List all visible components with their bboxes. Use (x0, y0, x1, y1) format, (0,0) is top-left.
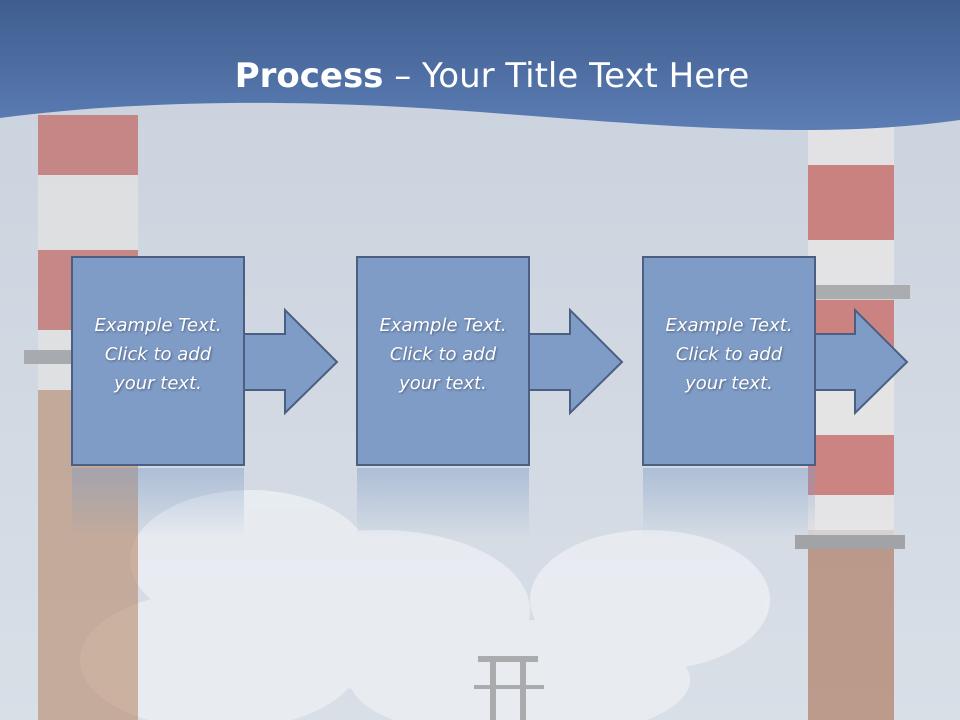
title-bold: Process (234, 56, 384, 96)
reflections (72, 468, 815, 538)
right-chimney (795, 125, 910, 720)
step-box-1 (71, 256, 245, 466)
step-box-3 (642, 256, 816, 466)
step-1-line-2: Click to add (104, 344, 212, 365)
header-band (0, 0, 960, 130)
industrial-structure (474, 656, 544, 720)
step-2-line-2: Click to add (389, 344, 497, 365)
step-text-1[interactable]: Example Text. Click to add your text. (72, 311, 244, 398)
step-2-line-1: Example Text. (379, 315, 507, 336)
step-3-line-2: Click to add (675, 344, 783, 365)
step-3-line-1: Example Text. (665, 315, 793, 336)
step-text-2[interactable]: Example Text. Click to add your text. (357, 311, 529, 398)
clouds (80, 490, 770, 720)
step-1-line-3: your text. (114, 373, 202, 394)
step-2-line-3: your text. (399, 373, 487, 394)
step-box-2 (356, 256, 530, 466)
slide-title[interactable]: Process – Your Title Text Here (0, 52, 960, 100)
step-3-line-3: your text. (685, 373, 773, 394)
title-rest: – Your Title Text Here (383, 56, 750, 96)
arrows (229, 307, 909, 416)
step-text-3[interactable]: Example Text. Click to add your text. (643, 311, 815, 398)
step-boxes (71, 256, 816, 466)
step-1-line-1: Example Text. (94, 315, 222, 336)
